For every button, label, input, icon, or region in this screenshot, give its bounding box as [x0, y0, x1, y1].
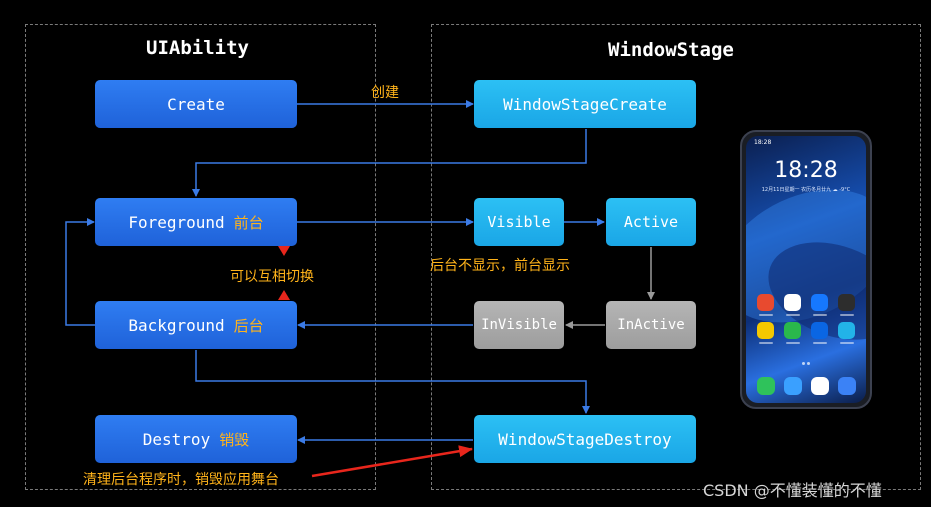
edge-label-create: 创建: [371, 85, 399, 101]
visible-node: Visible: [474, 198, 564, 246]
uiability-title: UIAbility: [146, 37, 249, 59]
background-label: Background: [128, 315, 225, 335]
edge-background-to-foreground: [65, 218, 95, 326]
invisible-label: InVisible: [481, 317, 557, 333]
red-arrow-down: [278, 246, 290, 256]
app-icon: [806, 294, 833, 316]
phone-clock: 18:28: [774, 158, 838, 183]
background-node: Background 后台: [95, 301, 297, 349]
note-cleanup: 清理后台程序时，销毁应用舞台: [83, 472, 279, 488]
uiability-region: [25, 24, 376, 490]
phone-date: 12月11日星期一 农历冬月廿九 ☁ -9°C: [761, 187, 851, 193]
note-visible-state: 后台不显示，前台显示: [430, 258, 570, 274]
destroy-annotation: 销毁: [219, 430, 250, 449]
phone-status-time: 18:28: [754, 139, 772, 146]
active-label: Active: [623, 213, 679, 231]
windowstagecreate-node: WindowStageCreate: [474, 80, 696, 128]
app-icon: [752, 322, 779, 344]
app-icon: [779, 322, 806, 344]
edge-windowstagecreate-to-foreground: [192, 129, 587, 197]
destroy-node: Destroy 销毁: [95, 415, 297, 463]
inactive-label: InActive: [617, 317, 685, 333]
foreground-annotation: 前台: [233, 213, 264, 232]
create-node: Create: [95, 80, 297, 128]
windowstagedestroy-node: WindowStageDestroy: [474, 415, 696, 463]
foreground-node: Foreground 前台: [95, 198, 297, 246]
windowstage-title: WindowStage: [608, 39, 734, 61]
foreground-label: Foreground: [128, 212, 225, 232]
phone-screen: 18:28 18:28 12月11日星期一 农历冬月廿九 ☁ -9°C: [746, 136, 866, 403]
red-arrow-up: [278, 290, 290, 300]
page-dots: [746, 350, 866, 369]
app-icon: [779, 294, 806, 316]
app-icon: [833, 294, 860, 316]
visible-label: Visible: [487, 213, 551, 231]
windowstage-region: [431, 24, 921, 490]
active-node: Active: [606, 198, 696, 246]
windowstagedestroy-label: WindowStageDestroy: [498, 429, 672, 449]
invisible-node: InVisible: [474, 301, 564, 349]
edge-background-to-windowstagedestroy: [195, 350, 590, 414]
watermark: CSDN @不懂装懂的不懂: [703, 481, 882, 500]
app-icon: [752, 294, 779, 316]
app-icon: [833, 322, 860, 344]
phone-app-grid: [752, 294, 860, 344]
create-label: Create: [167, 94, 225, 114]
note-switch: 可以互相切换: [230, 269, 314, 285]
windowstagecreate-label: WindowStageCreate: [503, 94, 667, 114]
background-annotation: 后台: [233, 316, 264, 335]
app-icon: [806, 322, 833, 344]
destroy-label: Destroy: [142, 429, 211, 449]
red-arrow-cleanup: [311, 445, 473, 478]
phone-dock: [752, 377, 860, 395]
inactive-node: InActive: [606, 301, 696, 349]
phone-image: 18:28 18:28 12月11日星期一 农历冬月廿九 ☁ -9°C: [740, 130, 872, 409]
